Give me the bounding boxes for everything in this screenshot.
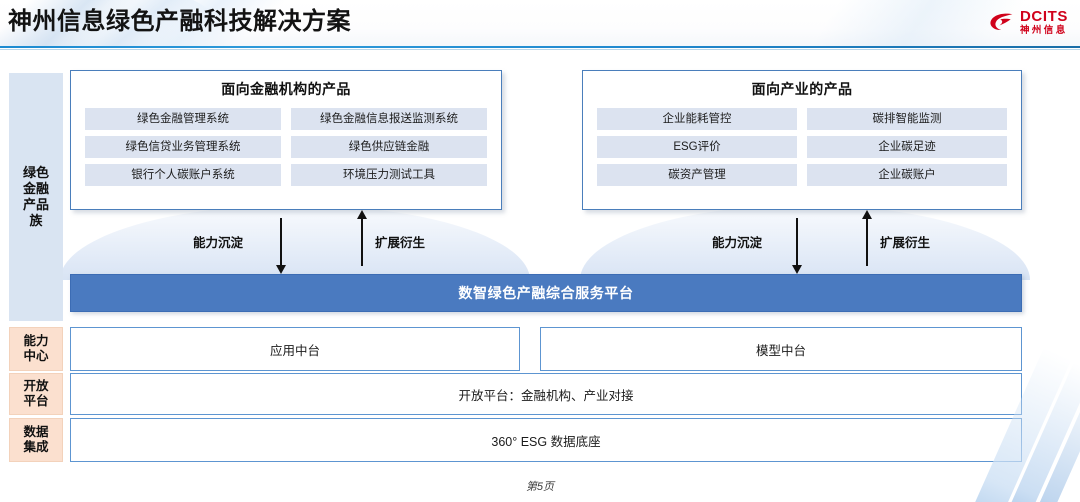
product-chip[interactable]: 绿色金融信息报送监测系统 — [291, 108, 487, 130]
platform-bar[interactable]: 数智绿色产融综合服务平台 — [70, 274, 1022, 312]
dome-decoration-left — [60, 205, 530, 280]
arrow-head-down-icon — [276, 265, 286, 274]
product-chip[interactable]: 企业碳足迹 — [807, 136, 1007, 158]
arrow-up-right — [862, 210, 872, 266]
header-divider — [0, 46, 1080, 48]
product-chip[interactable]: 碳资产管理 — [597, 164, 797, 186]
product-chip[interactable]: 企业能耗管控 — [597, 108, 797, 130]
product-chip[interactable]: 绿色信贷业务管理系统 — [85, 136, 281, 158]
logo-swoosh-icon — [990, 13, 1013, 31]
arrow-up-left — [357, 210, 367, 266]
sidebar-item-open-platform[interactable]: 开放 平台 — [9, 373, 63, 415]
product-chip[interactable]: 企业碳账户 — [807, 164, 1007, 186]
layer-box-application-middle-platform[interactable]: 应用中台 — [70, 327, 520, 371]
sidebar-label-line: 数据 — [23, 425, 49, 439]
flow-label-expansion-derivation-right: 扩展衍生 — [880, 236, 931, 250]
panel-industry-products: 面向产业的产品 企业能耗管控 碳排智能监测 ESG评价 企业碳足迹 碳资产管理 … — [582, 70, 1022, 210]
product-chip[interactable]: 绿色供应链金融 — [291, 136, 487, 158]
sidebar-label-line: 金融 — [22, 181, 49, 196]
brand-logo: DCITS 神州信息 — [989, 9, 1068, 36]
sidebar-label-line: 中心 — [23, 349, 49, 363]
sidebar-label-line: 平台 — [23, 394, 49, 408]
layer-box-data-foundation[interactable]: 360° ESG 数据底座 — [70, 418, 1022, 462]
arrow-head-up-icon — [357, 210, 367, 219]
panel-title: 面向产业的产品 — [751, 81, 853, 97]
panel-financial-institution-products: 面向金融机构的产品 绿色金融管理系统 绿色金融信息报送监测系统 绿色信贷业务管理… — [70, 70, 502, 210]
sidebar-item-capability-center[interactable]: 能力 中心 — [9, 327, 63, 371]
product-grid: 企业能耗管控 碳排智能监测 ESG评价 企业碳足迹 碳资产管理 企业碳账户 — [583, 99, 1021, 186]
sidebar-label-line: 产品 — [22, 197, 49, 212]
flow-label-capability-precipitation-right: 能力沉淀 — [712, 236, 763, 250]
arrow-head-down-icon — [792, 265, 802, 274]
slide-header: 神州信息绿色产融科技解决方案 DCITS 神州信息 — [0, 0, 1080, 48]
sidebar-label-line: 绿色 — [22, 165, 49, 180]
product-chip[interactable]: 绿色金融管理系统 — [85, 108, 281, 130]
sidebar-label-line: 开放 — [23, 379, 49, 393]
dome-decoration-right — [580, 205, 1030, 280]
panel-title: 面向金融机构的产品 — [221, 81, 351, 97]
arrow-down-left — [276, 218, 286, 274]
product-chip[interactable]: 银行个人碳账户系统 — [85, 164, 281, 186]
sidebar-label-line: 集成 — [23, 440, 49, 454]
sidebar-item-green-finance-product-family[interactable]: 绿色 金融 产品 族 — [9, 73, 63, 321]
sidebar-item-data-integration[interactable]: 数据 集成 — [9, 418, 63, 462]
product-chip[interactable]: ESG评价 — [597, 136, 797, 158]
layer-box-open-platform[interactable]: 开放平台：金融机构、产业对接 — [70, 373, 1022, 415]
sidebar-label-line: 族 — [29, 213, 43, 228]
flow-label-capability-precipitation-left: 能力沉淀 — [193, 236, 244, 250]
logo-cn-label: 神州信息 — [1020, 25, 1068, 36]
flow-label-expansion-derivation-left: 扩展衍生 — [375, 236, 426, 250]
product-chip[interactable]: 环境压力测试工具 — [291, 164, 487, 186]
page-number-footer: 第5页 — [525, 481, 555, 493]
page-title: 神州信息绿色产融科技解决方案 — [8, 8, 351, 35]
arrow-head-up-icon — [862, 210, 872, 219]
arrow-down-right — [792, 218, 802, 274]
logo-en-label: DCITS — [1020, 8, 1068, 25]
product-grid: 绿色金融管理系统 绿色金融信息报送监测系统 绿色信贷业务管理系统 绿色供应链金融… — [71, 99, 501, 186]
product-chip[interactable]: 碳排智能监测 — [807, 108, 1007, 130]
sidebar-label-line: 能力 — [23, 334, 49, 348]
header-divider-soft — [0, 49, 1080, 50]
layer-box-model-middle-platform[interactable]: 模型中台 — [540, 327, 1022, 371]
logo-text: DCITS 神州信息 — [1020, 9, 1068, 36]
